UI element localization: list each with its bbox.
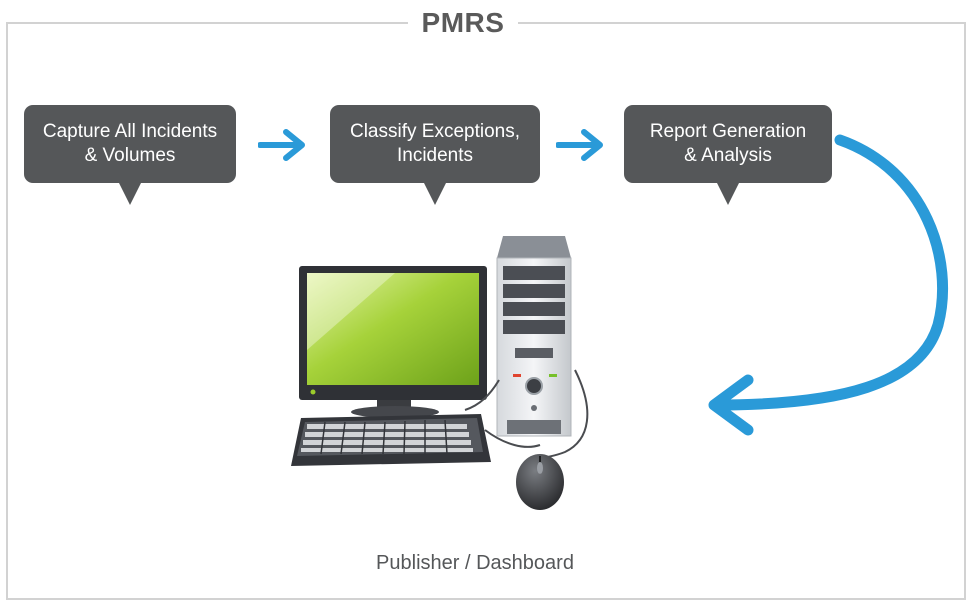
- right-arrow-icon: [556, 129, 603, 161]
- step-classify-line2: Incidents: [396, 145, 474, 166]
- curved-return-arrow-icon: [708, 134, 949, 436]
- diagram-title: PMRS: [408, 6, 518, 40]
- step-classify-bubble: Classify Exceptions, Incidents: [330, 105, 540, 205]
- desktop-computer-icon: [291, 236, 589, 510]
- step-capture-line2: & Volumes: [84, 145, 176, 166]
- mouse: [516, 454, 564, 510]
- monitor-screen: [307, 273, 479, 385]
- step-report-line1: Report Generation: [649, 121, 807, 142]
- step-classify-line1: Classify Exceptions,: [349, 121, 520, 142]
- step-capture-line1: Capture All Incidents: [42, 121, 218, 142]
- diagram-caption: Publisher / Dashboard: [376, 552, 574, 574]
- step-report-bubble: Report Generation & Analysis: [624, 105, 832, 205]
- step-capture-bubble: Capture All Incidents & Volumes: [24, 105, 236, 205]
- right-arrow-icon: [258, 129, 305, 161]
- step-report-line2: & Analysis: [684, 145, 772, 166]
